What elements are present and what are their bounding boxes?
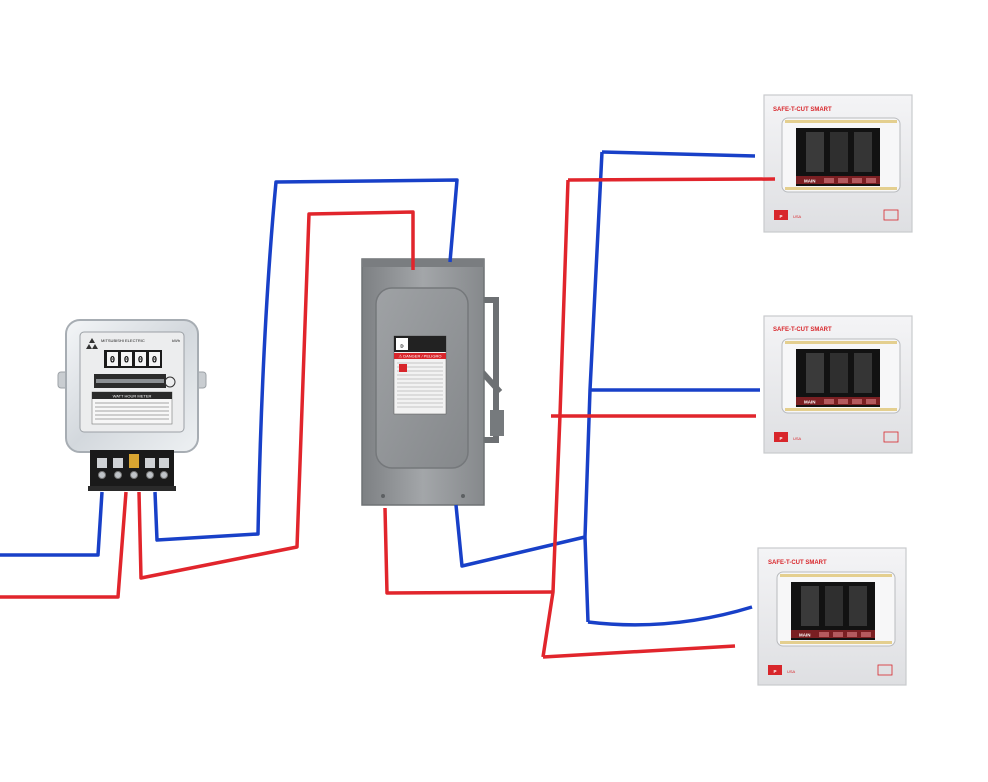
meter-rotor-disc (96, 379, 164, 383)
meter-digit: 0 (138, 356, 143, 366)
mitsubishi-logo-icon (86, 338, 98, 349)
warning-triangle-icon (399, 364, 407, 372)
breaker[interactable] (801, 586, 819, 626)
live-wire-panel-1 (567, 177, 776, 182)
certification-mark-icon (877, 664, 893, 676)
panel-title: SAFE-T-CUT SMART (773, 327, 832, 333)
brand-logo-text: P (779, 436, 782, 441)
brand-logo-text: P (779, 214, 782, 219)
neutral-wire-panel-1 (601, 150, 756, 158)
meter-nameplate-title: WATT HOUR METER (113, 394, 152, 399)
live-wire-supply (0, 491, 128, 599)
live-wire-meter-to-switch (137, 210, 415, 580)
live-wires (0, 177, 776, 659)
distribution-panel-3: SAFE-T-CUT SMART MAIN P USA (757, 547, 907, 686)
meter-digit: 0 (110, 356, 115, 366)
square-d-logo-icon (396, 338, 408, 350)
neutral-wire-meter-to-switch (153, 178, 459, 542)
live-wire-switch-out (383, 507, 554, 595)
brand-logo-icon (768, 665, 782, 675)
main-breaker-label: MAIN (804, 179, 816, 184)
switch-top-edge (362, 259, 484, 267)
breaker[interactable] (849, 586, 867, 626)
breaker[interactable] (854, 353, 872, 393)
meter-digit: 0 (124, 356, 129, 366)
live-wire-panel-3 (542, 644, 736, 659)
neutral-wire-panel-3 (587, 605, 753, 627)
meter-approval-mark-icon (164, 376, 176, 388)
certification-mark-icon (883, 209, 899, 221)
breaker[interactable] (830, 353, 848, 393)
brand-logo-text: P (773, 669, 776, 674)
brand-logo-icon (774, 210, 788, 220)
meter-digit: 0 (152, 356, 157, 366)
panel-title: SAFE-T-CUT SMART (773, 107, 832, 113)
breaker[interactable] (854, 132, 872, 172)
meter-unit: kWh (172, 338, 180, 343)
neutral-wire-switch-out (454, 504, 586, 568)
distribution-panel-1: SAFE-T-CUT SMART MAIN P USA (763, 94, 913, 233)
neutral-bus-vertical (583, 151, 604, 623)
certification-mark-icon (883, 431, 899, 443)
switch-screw (461, 494, 465, 498)
switch-warning-label: D ⚠ DANGER / PELIGRO (393, 335, 447, 415)
distribution-panel-2: SAFE-T-CUT SMART MAIN P USA (763, 315, 913, 454)
switch-screw (381, 494, 385, 498)
switch-logo: D (400, 344, 404, 349)
neutral-wires (0, 150, 760, 627)
brand-logo-suffix: USA (793, 436, 802, 441)
breaker[interactable] (830, 132, 848, 172)
neutral-wire-supply (0, 491, 104, 557)
kwh-meter: MITSUBISHI ELECTRIC kWh 0 0 0 0 WATT HOU… (57, 319, 207, 491)
main-breaker-label: MAIN (804, 400, 816, 405)
breaker[interactable] (825, 586, 843, 626)
panel-title: SAFE-T-CUT SMART (768, 560, 827, 566)
brand-logo-suffix: USA (787, 669, 796, 674)
switch-handle[interactable] (479, 297, 504, 443)
live-bus-vertical (541, 179, 570, 658)
brand-logo-suffix: USA (793, 214, 802, 219)
breaker[interactable] (806, 353, 824, 393)
meter-register (104, 350, 162, 368)
meter-brand: MITSUBISHI ELECTRIC (101, 338, 145, 343)
brand-logo-icon (774, 432, 788, 442)
breaker[interactable] (806, 132, 824, 172)
meter-register-digits: 0 0 0 0 (107, 352, 160, 366)
meter-terminals (97, 454, 169, 479)
switch-warning-text: ⚠ DANGER / PELIGRO (399, 354, 442, 359)
safety-switch: D ⚠ DANGER / PELIGRO (361, 258, 504, 506)
main-breaker-label: MAIN (799, 633, 811, 638)
